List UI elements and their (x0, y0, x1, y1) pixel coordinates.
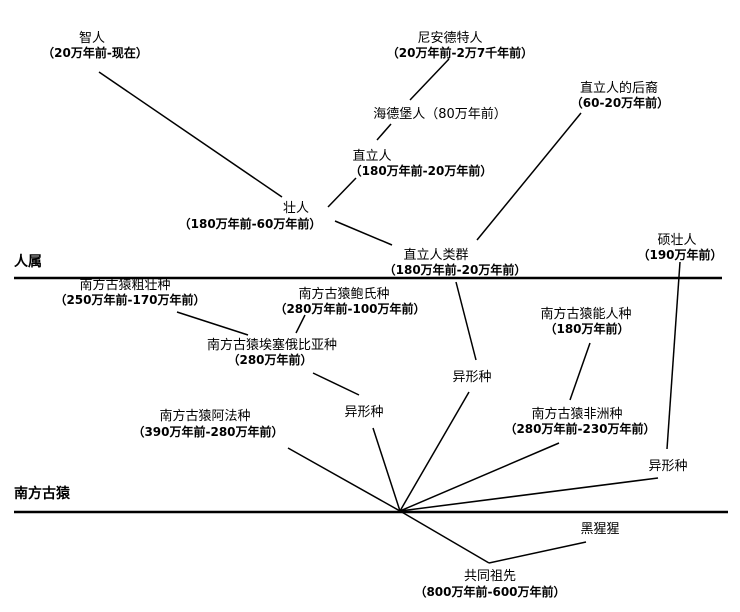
node-sapiens: 智人 （20万年前-现在） (42, 31, 148, 60)
node-period: （280万年前-230万年前） (504, 421, 655, 436)
edge-root-afarensis (287, 447, 401, 512)
node-rudolfensis: 硕壮人 （190万年前） (637, 233, 722, 262)
edge-aethiopicus-boisei (295, 314, 306, 334)
node-name: 南方古猿非洲种 (531, 406, 622, 422)
node-neanderthal: 尼安德特人 （20万年前-2万7千年前） (387, 31, 533, 60)
node-robustus: 南方古猿粗壮种 （250万年前-170万年前） (54, 277, 205, 307)
node-period: （190万年前） (637, 247, 722, 262)
node-period: （180万年前-60万年前） (179, 216, 322, 231)
node-period: （280万年前） (227, 352, 312, 367)
genus-label-homo: 人属 (14, 253, 42, 270)
node-aethiopicus: 南方古猿埃塞俄比亚种 （280万年前） (207, 337, 337, 367)
node-period: （250万年前-170万年前） (54, 292, 205, 307)
edge-heidelberg-neanderthal (409, 58, 450, 101)
node-period: （20万年前-2万7千年前） (387, 45, 533, 60)
edge-ancestor-chimp (488, 541, 587, 564)
node-ergaster: 壮人 （180万年前-60万年前） (179, 201, 322, 231)
node-period: （20万年前-现在） (42, 45, 148, 60)
node-name: 异形种 (452, 370, 491, 385)
connectors (98, 58, 681, 564)
edge-root-variant2 (372, 427, 401, 512)
edge-root-variant1 (399, 391, 470, 512)
node-chimp: 黑猩猩 (580, 522, 619, 537)
node-afarensis: 南方古猿阿法种 （390万年前-280万年前） (132, 408, 283, 439)
node-name: 南方古猿埃塞俄比亚种 (207, 337, 337, 353)
node-name: 黑猩猩 (580, 522, 619, 537)
node-heidelberg: 海德堡人（80万年前） (373, 106, 507, 122)
node-boisei: 南方古猿鲍氏种 （280万年前-100万年前） (274, 286, 425, 316)
edge-variant1-group (455, 281, 477, 361)
node-period: （800万年前-600万年前） (414, 584, 565, 599)
node-period: （180万年前-20万年前） (350, 163, 493, 178)
node-name: 共同祖先 (464, 569, 516, 584)
node-name: 直立人类群 (403, 248, 468, 263)
node-africanus: 南方古猿非洲种 （280万年前-230万年前） (504, 406, 655, 436)
edge-ergaster-erectus (327, 177, 357, 208)
node-name: 直立人的后裔 (580, 80, 658, 96)
edge-root-variant3 (399, 477, 659, 512)
node-erectus-descendants: 直立人的后裔 （60-20万年前） (571, 80, 669, 110)
node-name: 尼安德特人 (417, 31, 482, 46)
edge-variant2-aethiopicus (312, 372, 360, 396)
node-period: （180万年前-20万年前） (384, 262, 527, 277)
node-variant3: 异形种 (648, 459, 687, 474)
genus-label-australopithecus: 南方古猿 (14, 485, 71, 502)
node-period: （280万年前-100万年前） (274, 301, 425, 316)
node-period: （180万年前） (544, 321, 629, 336)
node-period: （60-20万年前） (571, 95, 669, 110)
edge-ergaster-sapiens (98, 71, 283, 198)
edge-ancestor-root (399, 510, 490, 564)
edge-africanus-habilis (569, 342, 591, 401)
node-variant2: 异形种 (344, 405, 383, 420)
edge-group-ergaster (334, 220, 393, 246)
node-name: 异形种 (648, 459, 687, 474)
edge-erectus-heidelberg (376, 123, 392, 141)
node-common-ancestor: 共同祖先 （800万年前-600万年前） (414, 569, 565, 599)
node-name: 直立人 (352, 149, 391, 164)
node-name: 南方古猿鲍氏种 (298, 286, 389, 302)
node-name: 壮人 (283, 201, 309, 216)
node-name: 海德堡人（80万年前） (373, 106, 507, 122)
edge-root-africanus (399, 442, 560, 512)
node-name: 南方古猿阿法种 (159, 408, 250, 424)
edge-group-descendants (476, 112, 582, 241)
node-erectus: 直立人 （180万年前-20万年前） (350, 149, 493, 178)
node-name: 南方古猿能人种 (540, 306, 631, 322)
edge-variant3-rudolfensis (666, 261, 681, 450)
node-name: 南方古猿粗壮种 (79, 277, 170, 293)
node-name: 硕壮人 (657, 233, 696, 248)
node-name: 智人 (79, 31, 105, 46)
node-habilis: 南方古猿能人种 （180万年前） (540, 306, 631, 336)
edge-aethiopicus-robustus (176, 311, 249, 336)
node-period: （390万年前-280万年前） (132, 424, 283, 439)
node-name: 异形种 (344, 405, 383, 420)
node-variant1: 异形种 (452, 370, 491, 385)
node-erectus-group: 直立人类群 （180万年前-20万年前） (384, 248, 527, 277)
